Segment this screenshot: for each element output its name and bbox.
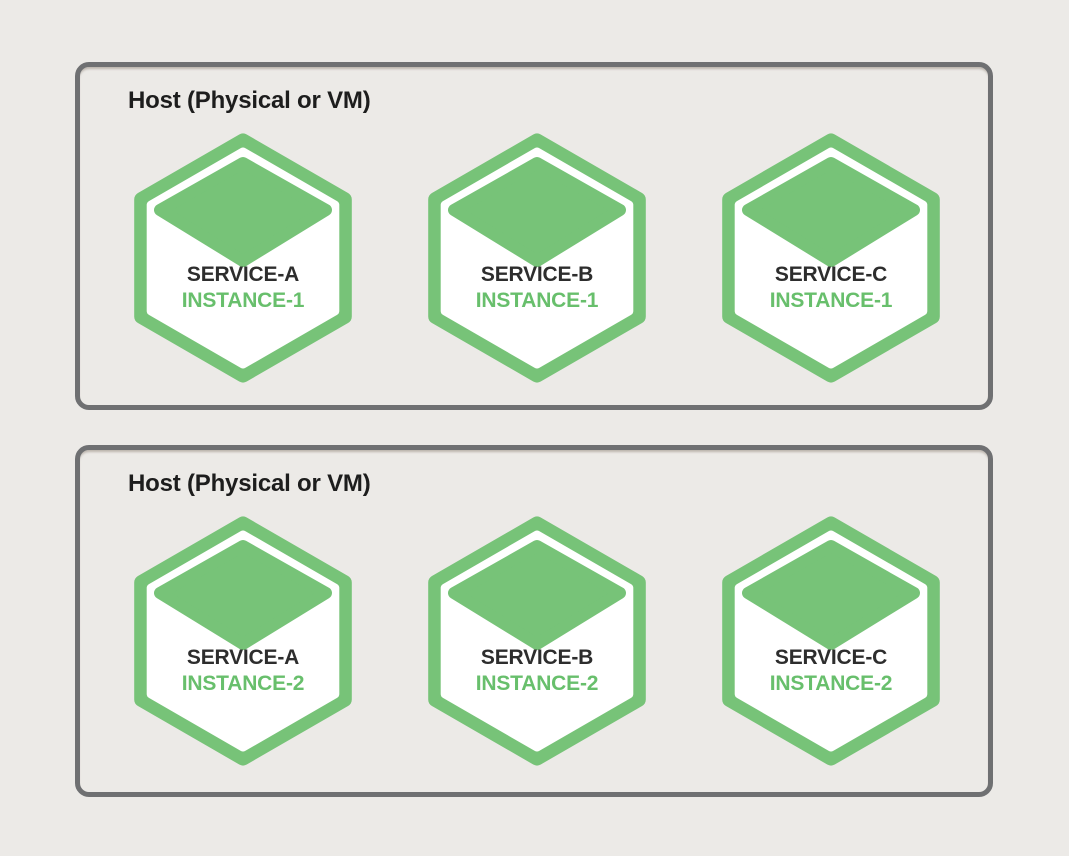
hexagon-label: SERVICE-A INSTANCE-1 [131, 262, 355, 314]
hexagon-label: SERVICE-A INSTANCE-2 [131, 645, 355, 697]
hexagon-cube-icon [722, 516, 940, 766]
instance-name: INSTANCE-1 [181, 289, 305, 312]
service-name: SERVICE-C [774, 263, 888, 286]
hexagon-cube-icon [428, 133, 646, 383]
hexagon-label: SERVICE-C INSTANCE-2 [719, 645, 943, 697]
host-title: Host (Physical or VM) [128, 87, 371, 114]
host-box-1: Host (Physical or VM) SERVICE-A INSTANCE… [75, 62, 993, 410]
instance-name: INSTANCE-1 [769, 289, 893, 312]
service-hexagon: SERVICE-A INSTANCE-2 [131, 516, 355, 766]
instance-name: INSTANCE-2 [181, 672, 305, 695]
hexagon-label: SERVICE-B INSTANCE-2 [425, 645, 649, 697]
hexagon-cube-icon [134, 516, 352, 766]
instance-name: INSTANCE-2 [769, 672, 893, 695]
service-hexagon: SERVICE-B INSTANCE-2 [425, 516, 649, 766]
hexagon-label: SERVICE-C INSTANCE-1 [719, 262, 943, 314]
service-hexagon: SERVICE-C INSTANCE-1 [719, 133, 943, 383]
instance-name: INSTANCE-1 [475, 289, 599, 312]
service-name: SERVICE-B [480, 646, 594, 669]
service-name: SERVICE-A [186, 646, 300, 669]
service-name: SERVICE-A [186, 263, 300, 286]
hexagon-label: SERVICE-B INSTANCE-1 [425, 262, 649, 314]
hexagon-cube-icon [722, 133, 940, 383]
service-hexagon: SERVICE-B INSTANCE-1 [425, 133, 649, 383]
hexagon-cube-icon [428, 516, 646, 766]
service-name: SERVICE-B [480, 263, 594, 286]
host-box-2: Host (Physical or VM) SERVICE-A INSTANCE… [75, 445, 993, 797]
service-hexagon: SERVICE-A INSTANCE-1 [131, 133, 355, 383]
service-hexagon: SERVICE-C INSTANCE-2 [719, 516, 943, 766]
instance-name: INSTANCE-2 [475, 672, 599, 695]
host-title: Host (Physical or VM) [128, 470, 371, 497]
service-name: SERVICE-C [774, 646, 888, 669]
hexagon-cube-icon [134, 133, 352, 383]
